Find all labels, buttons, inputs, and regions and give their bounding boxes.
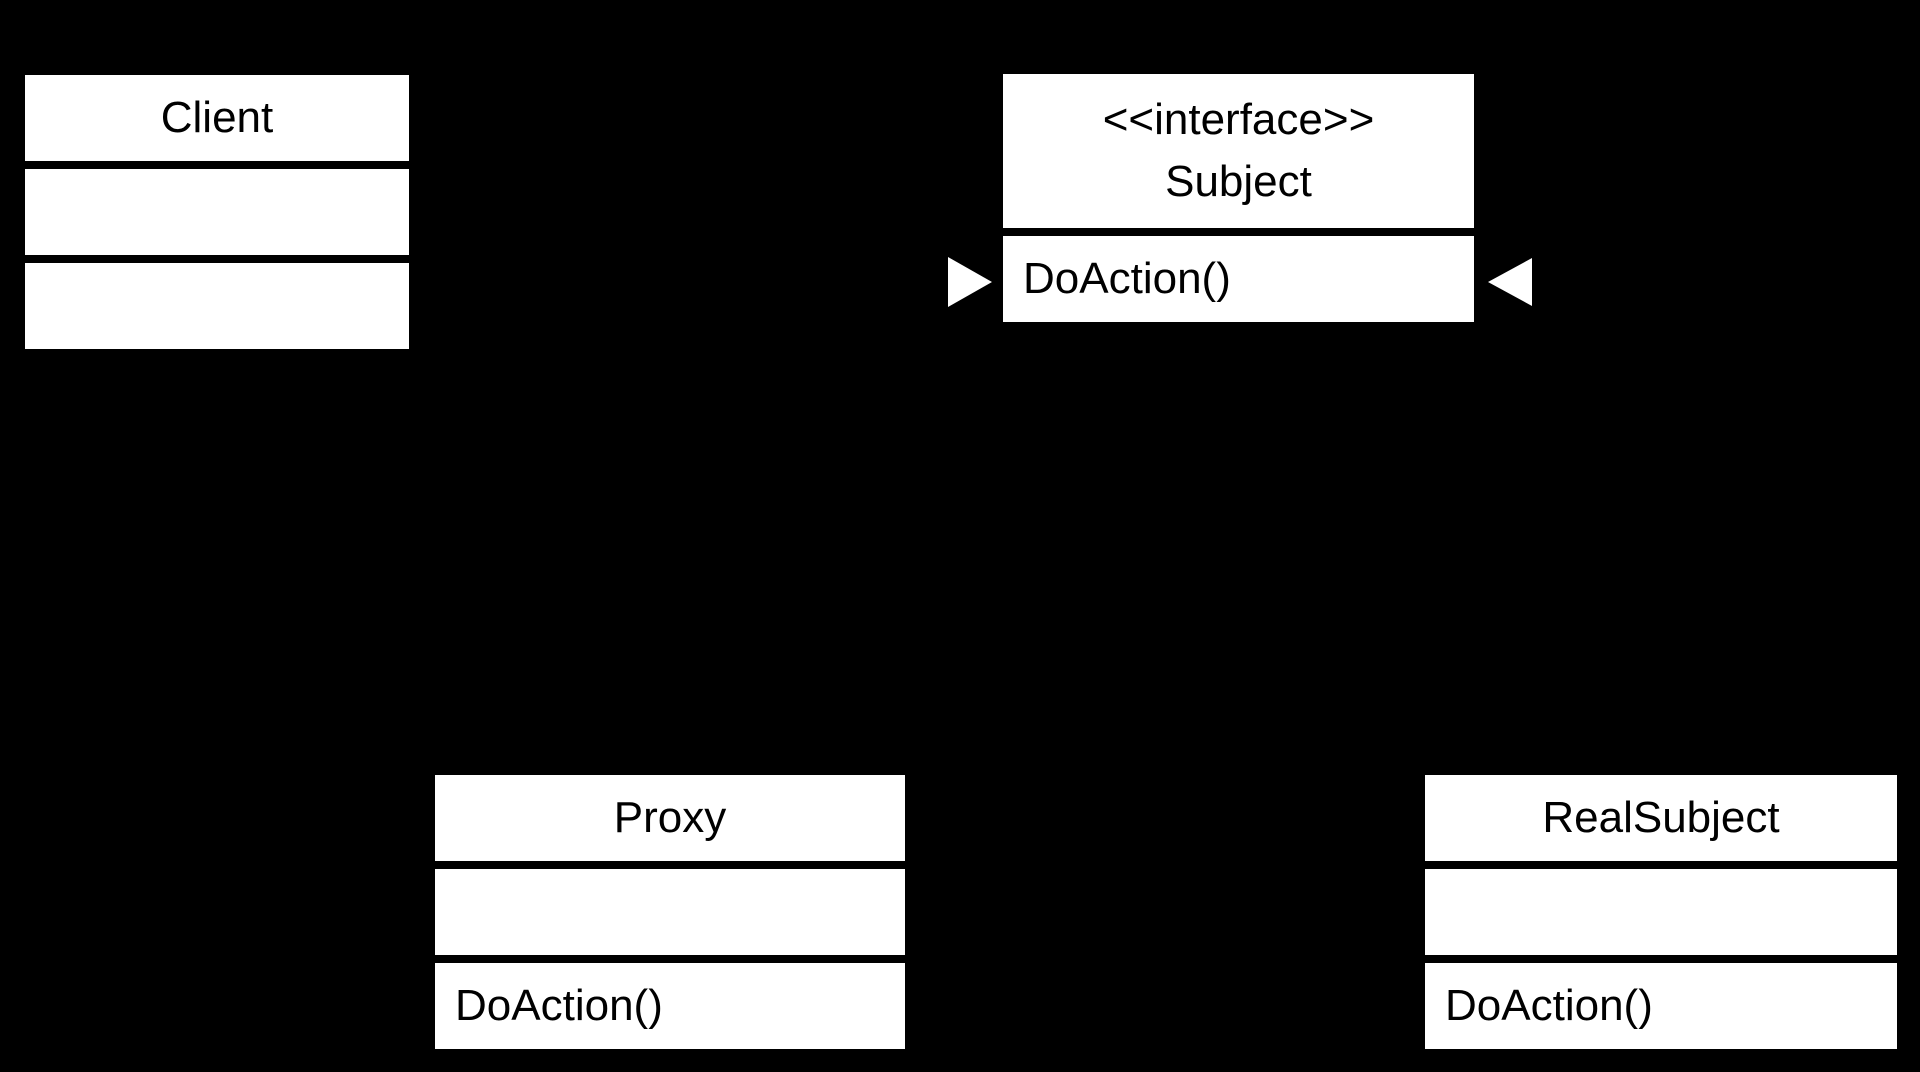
realsubject-class-box: RealSubject DoAction() [1422, 772, 1900, 1052]
subject-methods-compartment: DoAction() [1000, 233, 1477, 325]
subject-title-compartment: <<interface>> Subject [1000, 71, 1477, 231]
client-class-box: Client [22, 72, 412, 352]
realization-arrowhead-left [948, 257, 992, 307]
realsubject-attributes-compartment [1422, 866, 1900, 958]
subject-class-name: Subject [1165, 157, 1312, 206]
proxy-class-name: Proxy [432, 772, 908, 864]
proxy-attributes-compartment [432, 866, 908, 958]
proxy-class-box: Proxy DoAction() [432, 772, 908, 1052]
realsubject-methods-compartment: DoAction() [1422, 960, 1900, 1052]
realsubject-class-name: RealSubject [1422, 772, 1900, 864]
client-attributes-compartment [22, 166, 412, 258]
client-class-name: Client [22, 72, 412, 164]
realization-arrowhead-right [1488, 258, 1532, 306]
subject-interface-box: <<interface>> Subject DoAction() [1000, 71, 1477, 325]
proxy-methods-compartment: DoAction() [432, 960, 908, 1052]
client-methods-compartment [22, 260, 412, 352]
subject-stereotype: <<interface>> [1102, 95, 1375, 144]
